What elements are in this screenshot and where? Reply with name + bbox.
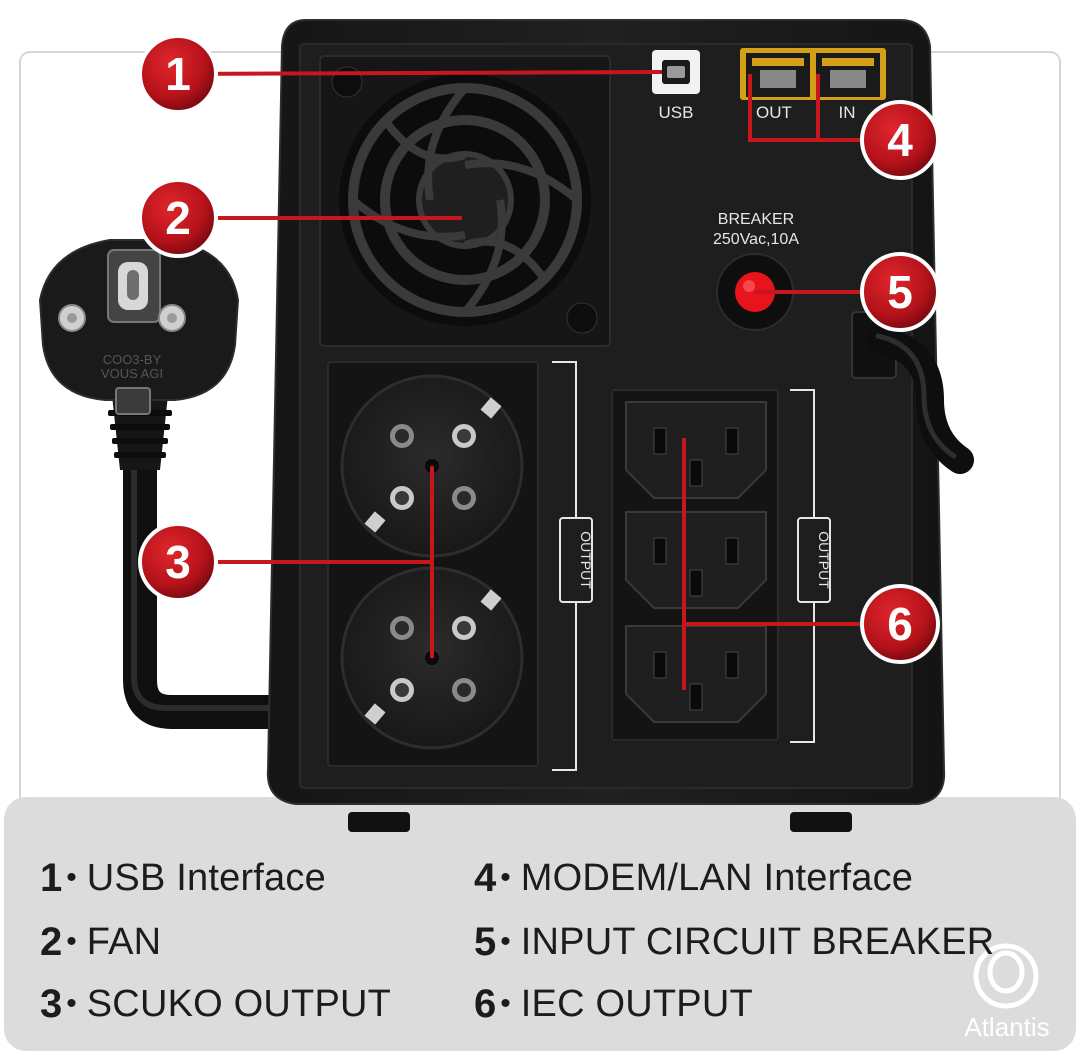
usb-port: USB: [652, 50, 700, 122]
legend-text: IEC OUTPUT: [520, 982, 753, 1025]
callout-2-number: 2: [165, 192, 191, 244]
legend-text: SCUKO OUTPUT: [86, 982, 392, 1025]
legend-item-4: 4 • MODEM/LAN Interface: [474, 854, 913, 902]
lan-ports: OUT IN: [740, 48, 886, 122]
breaker-label: BREAKER: [718, 211, 794, 228]
iec-output-label: OUTPUT: [816, 531, 832, 589]
out-port-label: OUT: [756, 103, 792, 122]
leader-1: [177, 70, 663, 76]
legend-text: INPUT CIRCUIT BREAKER: [520, 920, 995, 963]
iec-socket-2: [625, 511, 767, 609]
legend-number: 4: [474, 855, 497, 900]
legend-number: 3: [40, 981, 63, 1026]
callout-2: 2: [138, 178, 218, 258]
callout-1-number: 1: [165, 48, 191, 100]
legend-separator: •: [66, 861, 77, 894]
in-port-label: IN: [839, 103, 856, 122]
schuko-output-label: OUTPUT: [578, 531, 594, 589]
legend-separator: •: [66, 925, 77, 958]
legend-text: MODEM/LAN Interface: [520, 856, 914, 899]
atlantis-logo-icon: [973, 943, 1039, 1009]
legend-number: 6: [474, 981, 497, 1026]
leader-4-out: [748, 74, 900, 142]
usb-label: USB: [659, 103, 694, 122]
legend-item-2: 2 • FAN: [40, 918, 161, 966]
device-foot-right: [790, 812, 852, 832]
device-foot-left: [348, 812, 410, 832]
legend-number: 2: [40, 919, 63, 964]
iec-socket-1: [625, 401, 767, 499]
callout-5-number: 5: [887, 266, 913, 318]
callout-leaders: [177, 70, 900, 690]
legend-number: 5: [474, 919, 497, 964]
schuko-plug: COO3-BY VOUS AGI: [38, 239, 240, 470]
legend-item-6: 6 • IEC OUTPUT: [474, 980, 753, 1028]
legend-item-1: 1 • USB Interface: [40, 854, 326, 902]
fan: [319, 55, 611, 347]
legend-text: USB Interface: [86, 856, 326, 899]
legend-separator: •: [500, 861, 511, 894]
brand-name: Atlantis: [964, 1012, 1050, 1042]
breaker-rating: 250Vac,10A: [713, 231, 799, 248]
callout-4-number: 4: [887, 114, 913, 166]
legend-panel: [4, 797, 1076, 1051]
plug-text-line1: COO3-BY: [103, 352, 162, 367]
legend-text: FAN: [86, 920, 162, 963]
legend-separator: •: [66, 987, 77, 1020]
legend-separator: •: [500, 987, 511, 1020]
legend-item-3: 3 • SCUKO OUTPUT: [40, 980, 391, 1028]
callout-5: 5: [860, 252, 940, 332]
callout-6: 6: [860, 584, 940, 664]
callout-3: 3: [138, 522, 218, 602]
plug-text-line2: VOUS AGI: [101, 366, 163, 381]
callout-6-number: 6: [887, 598, 913, 650]
power-cord: [123, 423, 307, 729]
legend-separator: •: [500, 925, 511, 958]
legend-item-5: 5 • INPUT CIRCUIT BREAKER: [474, 918, 994, 966]
callout-3-number: 3: [165, 536, 191, 588]
callout-1: 1: [138, 34, 218, 114]
iec-outputs: OUTPUT: [611, 389, 832, 743]
iec-socket-3: [625, 625, 767, 723]
legend-number: 1: [40, 855, 63, 900]
callout-4: 4: [860, 100, 940, 180]
